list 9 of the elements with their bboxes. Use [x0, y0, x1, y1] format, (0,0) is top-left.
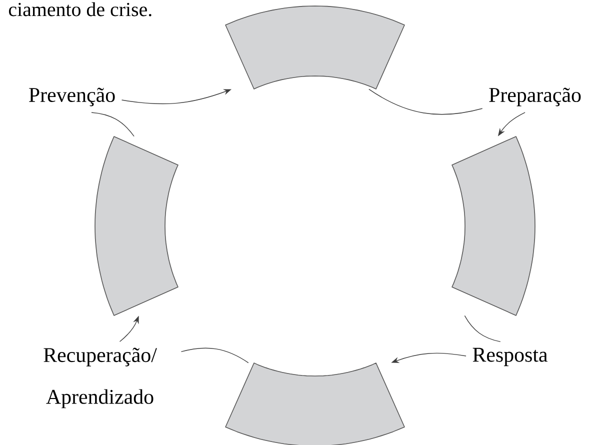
cycle-segment	[94, 136, 178, 316]
stage-label: Recuperação/ Aprendizado	[44, 348, 157, 408]
stage-label: Prevenção	[29, 88, 115, 106]
stage-label: Preparação	[489, 88, 581, 106]
cycle-segment	[452, 136, 536, 316]
heading-text: ciamento de crise.	[8, 2, 152, 16]
cycle-segment	[225, 362, 405, 445]
stage-label: Resposta	[472, 348, 548, 366]
cycle-segment	[225, 6, 405, 90]
